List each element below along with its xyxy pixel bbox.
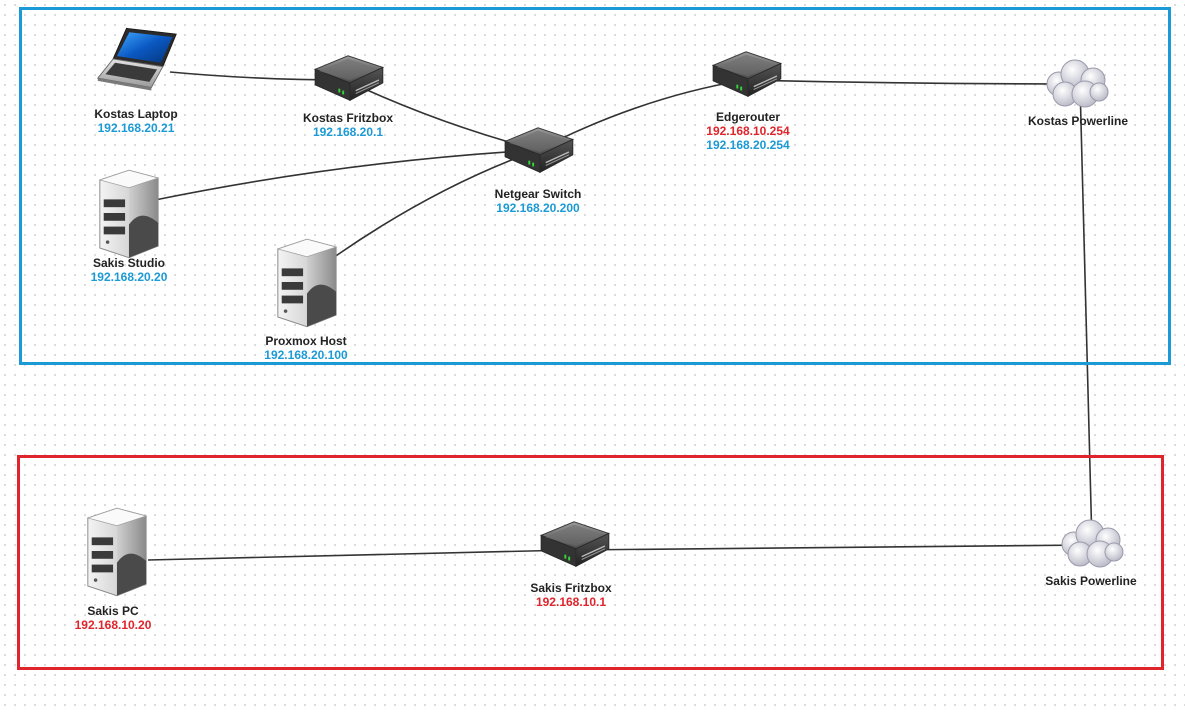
kostas-fritzbox-ip-address: 192.168.20.1 — [312, 125, 384, 139]
sakis-powerline-name: Sakis Powerline — [1045, 574, 1137, 588]
edgerouter-ip-address: 192.168.20.254 — [706, 138, 790, 152]
sakis-pc-ip-address: 192.168.10.20 — [74, 618, 152, 632]
sakis-fritzbox-name: Sakis Fritzbox — [530, 581, 612, 595]
link-sakis-fritzbox-to-sakis-powerline — [571, 544, 1093, 551]
link-sakis-pc-to-sakis-fritzbox — [147, 549, 573, 561]
blue-network-zone — [19, 7, 1171, 365]
link-kostas-powerline-to-sakis-powerline — [1079, 83, 1093, 546]
proxmox-host-ip-address: 192.168.20.100 — [264, 348, 348, 362]
kostas-fritzbox-name: Kostas Fritzbox — [302, 111, 394, 125]
kostas-laptop-name: Kostas Laptop — [94, 107, 178, 121]
netgear-switch-name: Netgear Switch — [494, 187, 582, 201]
netgear-switch-ip-address: 192.168.20.200 — [496, 201, 580, 215]
link-sakis-studio-to-netgear-switch — [154, 149, 539, 201]
edgerouter-ip-address: 192.168.10.254 — [706, 124, 790, 138]
sakis-fritzbox-ip-address: 192.168.10.1 — [535, 595, 607, 609]
sakis-studio-name: Sakis Studio — [92, 256, 166, 270]
kostas-powerline-name: Kostas Powerline — [1027, 114, 1129, 128]
kostas-powerline-label: Kostas Powerline — [1028, 114, 1128, 128]
sakis-pc-name: Sakis PC — [87, 604, 139, 618]
sakis-studio-ip-address: 192.168.20.20 — [90, 270, 168, 284]
proxmox-host-name: Proxmox Host — [265, 334, 347, 348]
edgerouter-name: Edgerouter — [715, 110, 781, 124]
link-edgerouter-to-kostas-powerline — [744, 79, 1081, 85]
kostas-laptop-ip-address: 192.168.20.21 — [97, 121, 175, 135]
red-network-zone — [17, 455, 1164, 670]
sakis-powerline-label: Sakis Powerline — [1045, 574, 1136, 588]
